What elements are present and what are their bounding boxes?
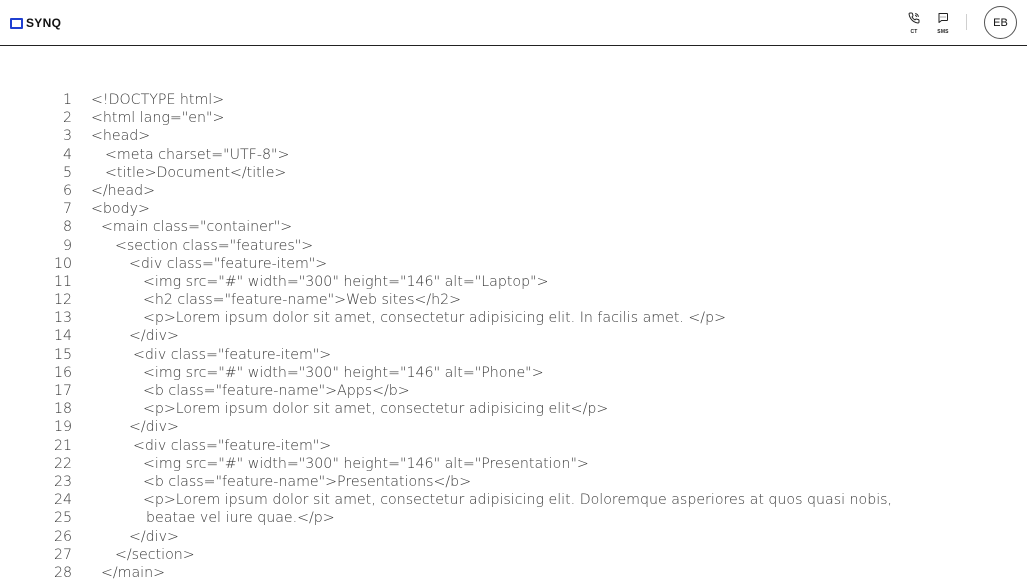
line-text: <div class="feature-item"> bbox=[129, 255, 328, 272]
line-text: </main> bbox=[101, 564, 166, 581]
line-number: 17 bbox=[53, 383, 72, 399]
line-text: <html lang="en"> bbox=[91, 110, 225, 127]
line-number: 5 bbox=[62, 164, 72, 181]
line-text: <img src="#" width="300" height="146" al… bbox=[143, 455, 589, 472]
top-bar: SYNQ CT SMS EB bbox=[0, 0, 1027, 46]
line-number: 16 bbox=[53, 364, 72, 381]
code-line: 18 <p>Lorem ipsum dolor sit amet, consect… bbox=[0, 400, 1027, 418]
code-view: 1 <!DOCTYPE html> 2 <html lang="en"> 3 <head>… bbox=[0, 91, 1027, 582]
line-number: 1 bbox=[62, 92, 72, 108]
line-text: <title>Document</title> bbox=[105, 164, 287, 181]
line-number: 12 bbox=[53, 292, 72, 309]
line-number: 8 bbox=[62, 219, 72, 236]
code-line: 9 <section class="features"> bbox=[0, 237, 1027, 255]
sms-button[interactable]: SMS bbox=[931, 12, 955, 40]
line-number: 28 bbox=[53, 564, 72, 581]
line-number: 7 bbox=[62, 201, 72, 218]
code-line: 27 </section> bbox=[0, 546, 1027, 564]
line-text: <b class="feature-name">Presentations</b… bbox=[143, 473, 472, 490]
code-line: 5 <title>Document</title> bbox=[0, 164, 1027, 182]
phone-icon bbox=[908, 12, 920, 24]
line-text: beatae vel iure quae.</p> bbox=[146, 510, 335, 527]
code-line: 26 </div> bbox=[0, 528, 1027, 546]
line-number: 13 bbox=[53, 310, 72, 327]
code-line: 28 </main> bbox=[0, 564, 1027, 582]
code-line: 16 <img src="#" width="300" height="146" … bbox=[0, 364, 1027, 382]
code-line: 14 </div> bbox=[0, 327, 1027, 345]
line-text: </section> bbox=[115, 546, 195, 563]
code-line: 12 <h2 class="feature-name">Web sites</h2… bbox=[0, 291, 1027, 309]
code-line: 10 <div class="feature-item"> bbox=[0, 255, 1027, 273]
user-avatar[interactable]: EB bbox=[984, 6, 1017, 39]
line-text: <meta charset="UTF-8"> bbox=[105, 146, 290, 163]
line-number: 25 bbox=[53, 510, 72, 527]
line-text: <p>Lorem ipsum dolor sit amet, consectet… bbox=[143, 492, 893, 509]
code-line: 22 <img src="#" width="300" height="146" … bbox=[0, 455, 1027, 473]
line-number: 11 bbox=[53, 273, 72, 290]
code-line: 1 <!DOCTYPE html> bbox=[0, 91, 1027, 109]
line-text: </div> bbox=[129, 419, 179, 436]
line-text: <b class="feature-name">Apps</b> bbox=[143, 383, 410, 399]
header-divider bbox=[966, 14, 967, 30]
line-number: 19 bbox=[53, 419, 72, 436]
code-line: 15 <div class="feature-item"> bbox=[0, 346, 1027, 364]
line-text: <body> bbox=[91, 201, 150, 218]
code-line: 4 <meta charset="UTF-8"> bbox=[0, 146, 1027, 164]
line-number: 6 bbox=[62, 182, 72, 199]
code-line: 19 </div> bbox=[0, 418, 1027, 436]
line-number: 27 bbox=[53, 546, 72, 563]
line-number: 14 bbox=[53, 328, 72, 345]
line-number: 4 bbox=[62, 146, 72, 163]
code-line: 13 <p>Lorem ipsum dolor sit amet, consect… bbox=[0, 309, 1027, 327]
line-text: <img src="#" width="300" height="146" al… bbox=[143, 364, 544, 381]
code-line: 21 <div class="feature-item"> bbox=[0, 437, 1027, 455]
line-number: 24 bbox=[53, 492, 72, 509]
line-number: 26 bbox=[53, 528, 72, 545]
logo-mark-icon bbox=[10, 17, 23, 29]
code-line: 25 beatae vel iure quae.</p> bbox=[0, 509, 1027, 527]
code-line: 17 <b class="feature-name">Apps</b> bbox=[0, 382, 1027, 400]
line-text: <p>Lorem ipsum dolor sit amet, consectet… bbox=[143, 401, 609, 418]
code-line: 6 </head> bbox=[0, 182, 1027, 200]
code-line: 24 <p>Lorem ipsum dolor sit amet, consect… bbox=[0, 491, 1027, 509]
line-text: <div class="feature-item"> bbox=[133, 346, 332, 363]
code-line: 3 <head> bbox=[0, 127, 1027, 145]
message-icon bbox=[938, 13, 948, 23]
line-text: <div class="feature-item"> bbox=[133, 437, 332, 454]
code-line: 2 <html lang="en"> bbox=[0, 109, 1027, 127]
line-text: </head> bbox=[91, 182, 155, 199]
line-number: 3 bbox=[62, 128, 72, 145]
line-text: </div> bbox=[129, 328, 179, 345]
synq-logo[interactable]: SYNQ bbox=[10, 16, 61, 30]
line-number: 23 bbox=[53, 473, 72, 490]
line-number: 15 bbox=[53, 346, 72, 363]
line-text: <!DOCTYPE html> bbox=[91, 92, 225, 108]
line-text: <h2 class="feature-name">Web sites</h2> bbox=[143, 292, 462, 309]
code-line: 23 <b class="feature-name">Presentations<… bbox=[0, 473, 1027, 491]
logo-text: SYNQ bbox=[26, 16, 62, 30]
line-text: <p>Lorem ipsum dolor sit amet, consectet… bbox=[143, 310, 726, 327]
line-text: <main class="container"> bbox=[101, 219, 293, 236]
code-line: 7 <body> bbox=[0, 200, 1027, 218]
line-number: 10 bbox=[53, 255, 72, 272]
sms-label: SMS bbox=[937, 29, 949, 35]
line-text: <section class="features"> bbox=[115, 237, 314, 254]
line-text: <head> bbox=[91, 128, 151, 145]
line-text: </div> bbox=[129, 528, 179, 545]
call-label: CT bbox=[910, 29, 918, 35]
line-text: <img src="#" width="300" height="146" al… bbox=[143, 273, 549, 290]
code-line: 11 <img src="#" width="300" height="146" … bbox=[0, 273, 1027, 291]
line-number: 18 bbox=[53, 401, 72, 418]
call-button[interactable]: CT bbox=[902, 12, 926, 40]
line-number: 2 bbox=[62, 110, 72, 127]
code-line: 8 <main class="container"> bbox=[0, 218, 1027, 236]
line-number: 21 bbox=[53, 437, 72, 454]
line-number: 22 bbox=[53, 455, 72, 472]
line-number: 9 bbox=[62, 237, 72, 254]
